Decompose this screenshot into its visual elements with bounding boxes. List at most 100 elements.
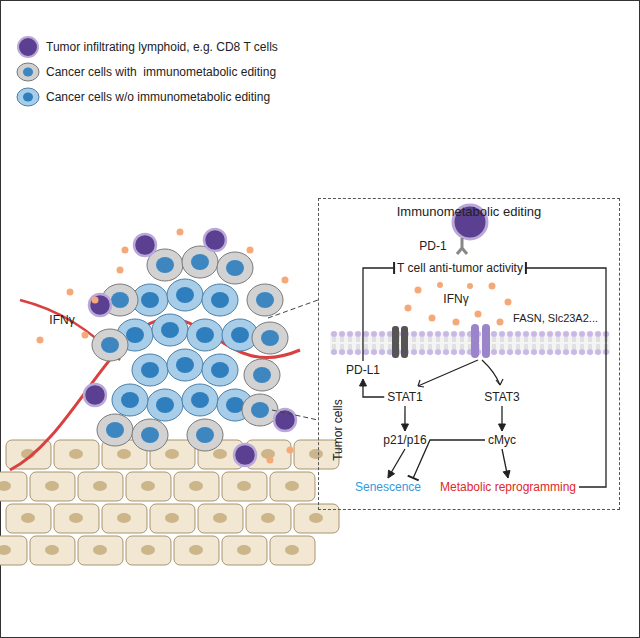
normal-cell [54, 504, 99, 533]
pathway-node: T cell anti-tumor activity [394, 259, 526, 277]
node-text: T cell anti-tumor activity [397, 261, 523, 275]
node-text: PD-L1 [346, 363, 380, 377]
edited-cancer-cell [217, 252, 253, 284]
membrane [330, 332, 610, 354]
cancer-cell [132, 354, 168, 386]
pathway-node: STAT1 [384, 388, 426, 406]
cytokine-dot [82, 332, 89, 339]
normal-cell [198, 504, 243, 533]
pathway-node: STAT3 [481, 388, 523, 406]
arrow-head [359, 379, 366, 386]
normal-cell [270, 472, 315, 501]
pathway-node: Metabolic reprogramming [437, 478, 579, 496]
cancer-cell [167, 349, 203, 381]
cytokine-dot [122, 247, 129, 254]
cytokine-dot [287, 447, 294, 454]
region-box: Immunometabolic editing T cell anti-tumor… [318, 198, 620, 510]
t-cell [134, 234, 156, 256]
edited-cancer-cell [252, 322, 288, 354]
arrow-head [388, 470, 395, 478]
connector-line [363, 379, 384, 397]
edited-cancer-cell [187, 419, 223, 451]
arrow-head [499, 424, 506, 431]
region-title: Immunometabolic editing [319, 204, 619, 219]
normal-cell [150, 504, 195, 533]
edited-cancer-cell [92, 329, 128, 361]
node-text: Metabolic reprogramming [440, 480, 576, 494]
connector-line [388, 449, 405, 478]
cytokine-dot [177, 229, 184, 236]
connector [526, 262, 606, 487]
pathway-node: PD-L1 [343, 361, 383, 379]
cancer-cell [182, 384, 218, 416]
normal-cell [102, 504, 147, 533]
connector-line [526, 268, 606, 487]
connector [499, 406, 506, 431]
pathway-node: p21/p16 [380, 431, 429, 449]
inhibition-head [408, 476, 419, 481]
cancer-cell [112, 384, 148, 416]
normal-cell [78, 472, 123, 501]
cytokine-dots [405, 282, 512, 326]
zoom-line [272, 410, 318, 420]
cytokine-dot [267, 457, 274, 464]
ifng-receptor [471, 324, 490, 358]
normal-cell [294, 504, 339, 533]
normal-cell [54, 440, 99, 469]
pathway-node: cMyc [485, 431, 519, 449]
pathway-node: Senescence [352, 478, 424, 496]
inhibition-head [393, 262, 395, 274]
cancer-cell [202, 284, 238, 316]
annotation-label: PD-1 [419, 239, 446, 253]
node-text: Senescence [355, 480, 421, 494]
edited-cancer-cell [244, 359, 280, 391]
connector [401, 406, 408, 431]
cytokine-dot [67, 289, 74, 296]
cancer-cell [152, 314, 188, 346]
cancer-cell [187, 319, 223, 351]
annotation-label: IFNγ [443, 292, 468, 306]
edited-cell-icon [17, 63, 39, 81]
cancer-cell [167, 279, 203, 311]
t-cell [89, 294, 111, 316]
connector-line [363, 268, 394, 361]
cancer-cell [147, 389, 183, 421]
normal-cell [222, 536, 267, 565]
arrow-head [401, 424, 408, 431]
tumor-illustration [0, 229, 339, 566]
normal-cell [174, 472, 219, 501]
connector [359, 379, 384, 397]
cytokine-dot [282, 277, 289, 284]
t-cell-icon [18, 37, 38, 57]
normal-cell [270, 536, 315, 565]
normal-cell [30, 472, 75, 501]
blood-vessel [10, 319, 300, 470]
legend-text: Cancer cells w/o immunometabolic editing [46, 90, 270, 104]
node-text: p21/p16 [383, 433, 426, 447]
signal-lines [418, 360, 503, 387]
normal-cell [126, 472, 171, 501]
annotation-label: Tumor cells [331, 399, 345, 461]
inhibition-head [525, 262, 527, 274]
lipid-bilayer [331, 331, 609, 355]
node-text: STAT1 [387, 390, 423, 404]
normal-cell [126, 536, 171, 565]
cytokine-dot [37, 337, 44, 344]
connector [388, 449, 405, 478]
edited-cancer-cell [97, 414, 133, 446]
t-cell [204, 229, 226, 251]
annotation-label: IFNγ [49, 313, 74, 327]
t-cell [234, 444, 256, 466]
normal-cell [78, 536, 123, 565]
normal-cell [0, 536, 27, 565]
normal-cell [30, 536, 75, 565]
cytokine-dot [247, 247, 254, 254]
edited-cancer-cell [132, 419, 168, 451]
legend-text: Tumor infiltrating lymphoid, e.g. CD8 T … [46, 40, 278, 54]
arrow-head [503, 470, 510, 478]
connector [502, 449, 510, 478]
t-cell [84, 384, 106, 406]
cytokine-dot [92, 297, 99, 304]
